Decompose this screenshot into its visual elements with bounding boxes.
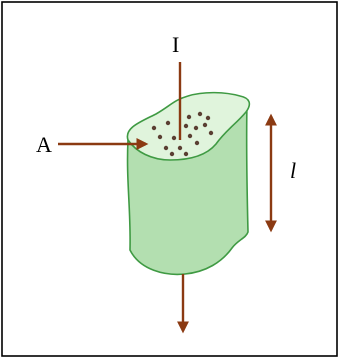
- charge-dot: [183, 151, 189, 157]
- charge-carrier-dots: [151, 111, 214, 157]
- charge-dot: [197, 111, 203, 117]
- charge-dot: [205, 115, 211, 121]
- label-current: I: [172, 32, 179, 57]
- charge-dot: [151, 125, 157, 131]
- charge-dot: [165, 120, 171, 126]
- cross-section-top: [126, 91, 251, 161]
- charge-dot: [186, 114, 192, 120]
- charge-dot: [193, 125, 199, 131]
- charge-dot: [157, 134, 163, 140]
- charge-dot: [171, 135, 177, 141]
- label-area: A: [36, 132, 52, 157]
- charge-dot: [194, 140, 200, 146]
- charge-dot: [208, 130, 214, 136]
- label-length: l: [290, 158, 296, 183]
- charge-dot: [187, 133, 193, 139]
- charge-dot: [163, 145, 169, 151]
- charge-dot: [177, 145, 183, 151]
- charge-dot: [183, 123, 189, 129]
- charge-dot: [169, 151, 175, 157]
- charge-dot: [202, 122, 208, 128]
